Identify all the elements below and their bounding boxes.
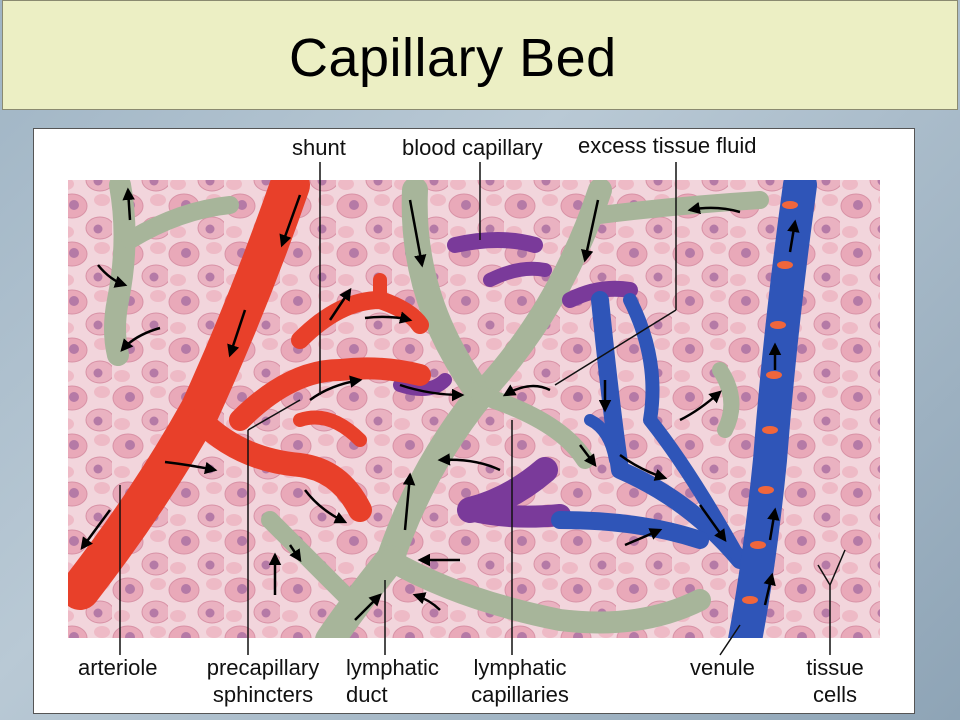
label-venule: venule — [690, 655, 755, 680]
title-bar: Capillary Bed — [2, 0, 958, 110]
label-precapillary-line2: sphincters — [212, 682, 314, 707]
label-precapillary-line1: precapillary — [206, 655, 320, 680]
label-arteriole: arteriole — [78, 655, 158, 680]
arteriole — [68, 180, 431, 610]
label-excess-tissue-fluid: excess tissue fluid — [578, 133, 757, 158]
label-shunt: shunt — [292, 135, 346, 160]
flow-arrows — [80, 187, 800, 621]
lymphatic-capillaries — [104, 180, 769, 638]
label-lymphatic-capillaries-line1: lymphatic — [473, 655, 567, 680]
leader-lines — [119, 162, 846, 656]
label-lymphatic-capillaries: lymphatic capillaries — [460, 654, 580, 708]
page-title: Capillary Bed — [289, 28, 617, 88]
label-lymphatic-capillaries-line2: capillaries — [471, 682, 569, 707]
venous-capillaries — [551, 291, 749, 569]
label-blood-capillary: blood capillary — [402, 135, 543, 160]
label-lymphatic-duct-line2: duct — [346, 682, 388, 707]
label-lymphatic-duct: lymphatic duct — [346, 654, 439, 708]
label-precapillary-sphincters: precapillary sphincters — [196, 654, 330, 708]
label-tissue-cells-line1: tissue — [806, 655, 864, 680]
red-blood-cells — [742, 201, 798, 604]
label-tissue-cells-line2: cells — [812, 682, 857, 707]
label-lymphatic-duct-line1: lymphatic — [346, 655, 439, 680]
label-tissue-cells: tissue cells — [800, 654, 870, 708]
